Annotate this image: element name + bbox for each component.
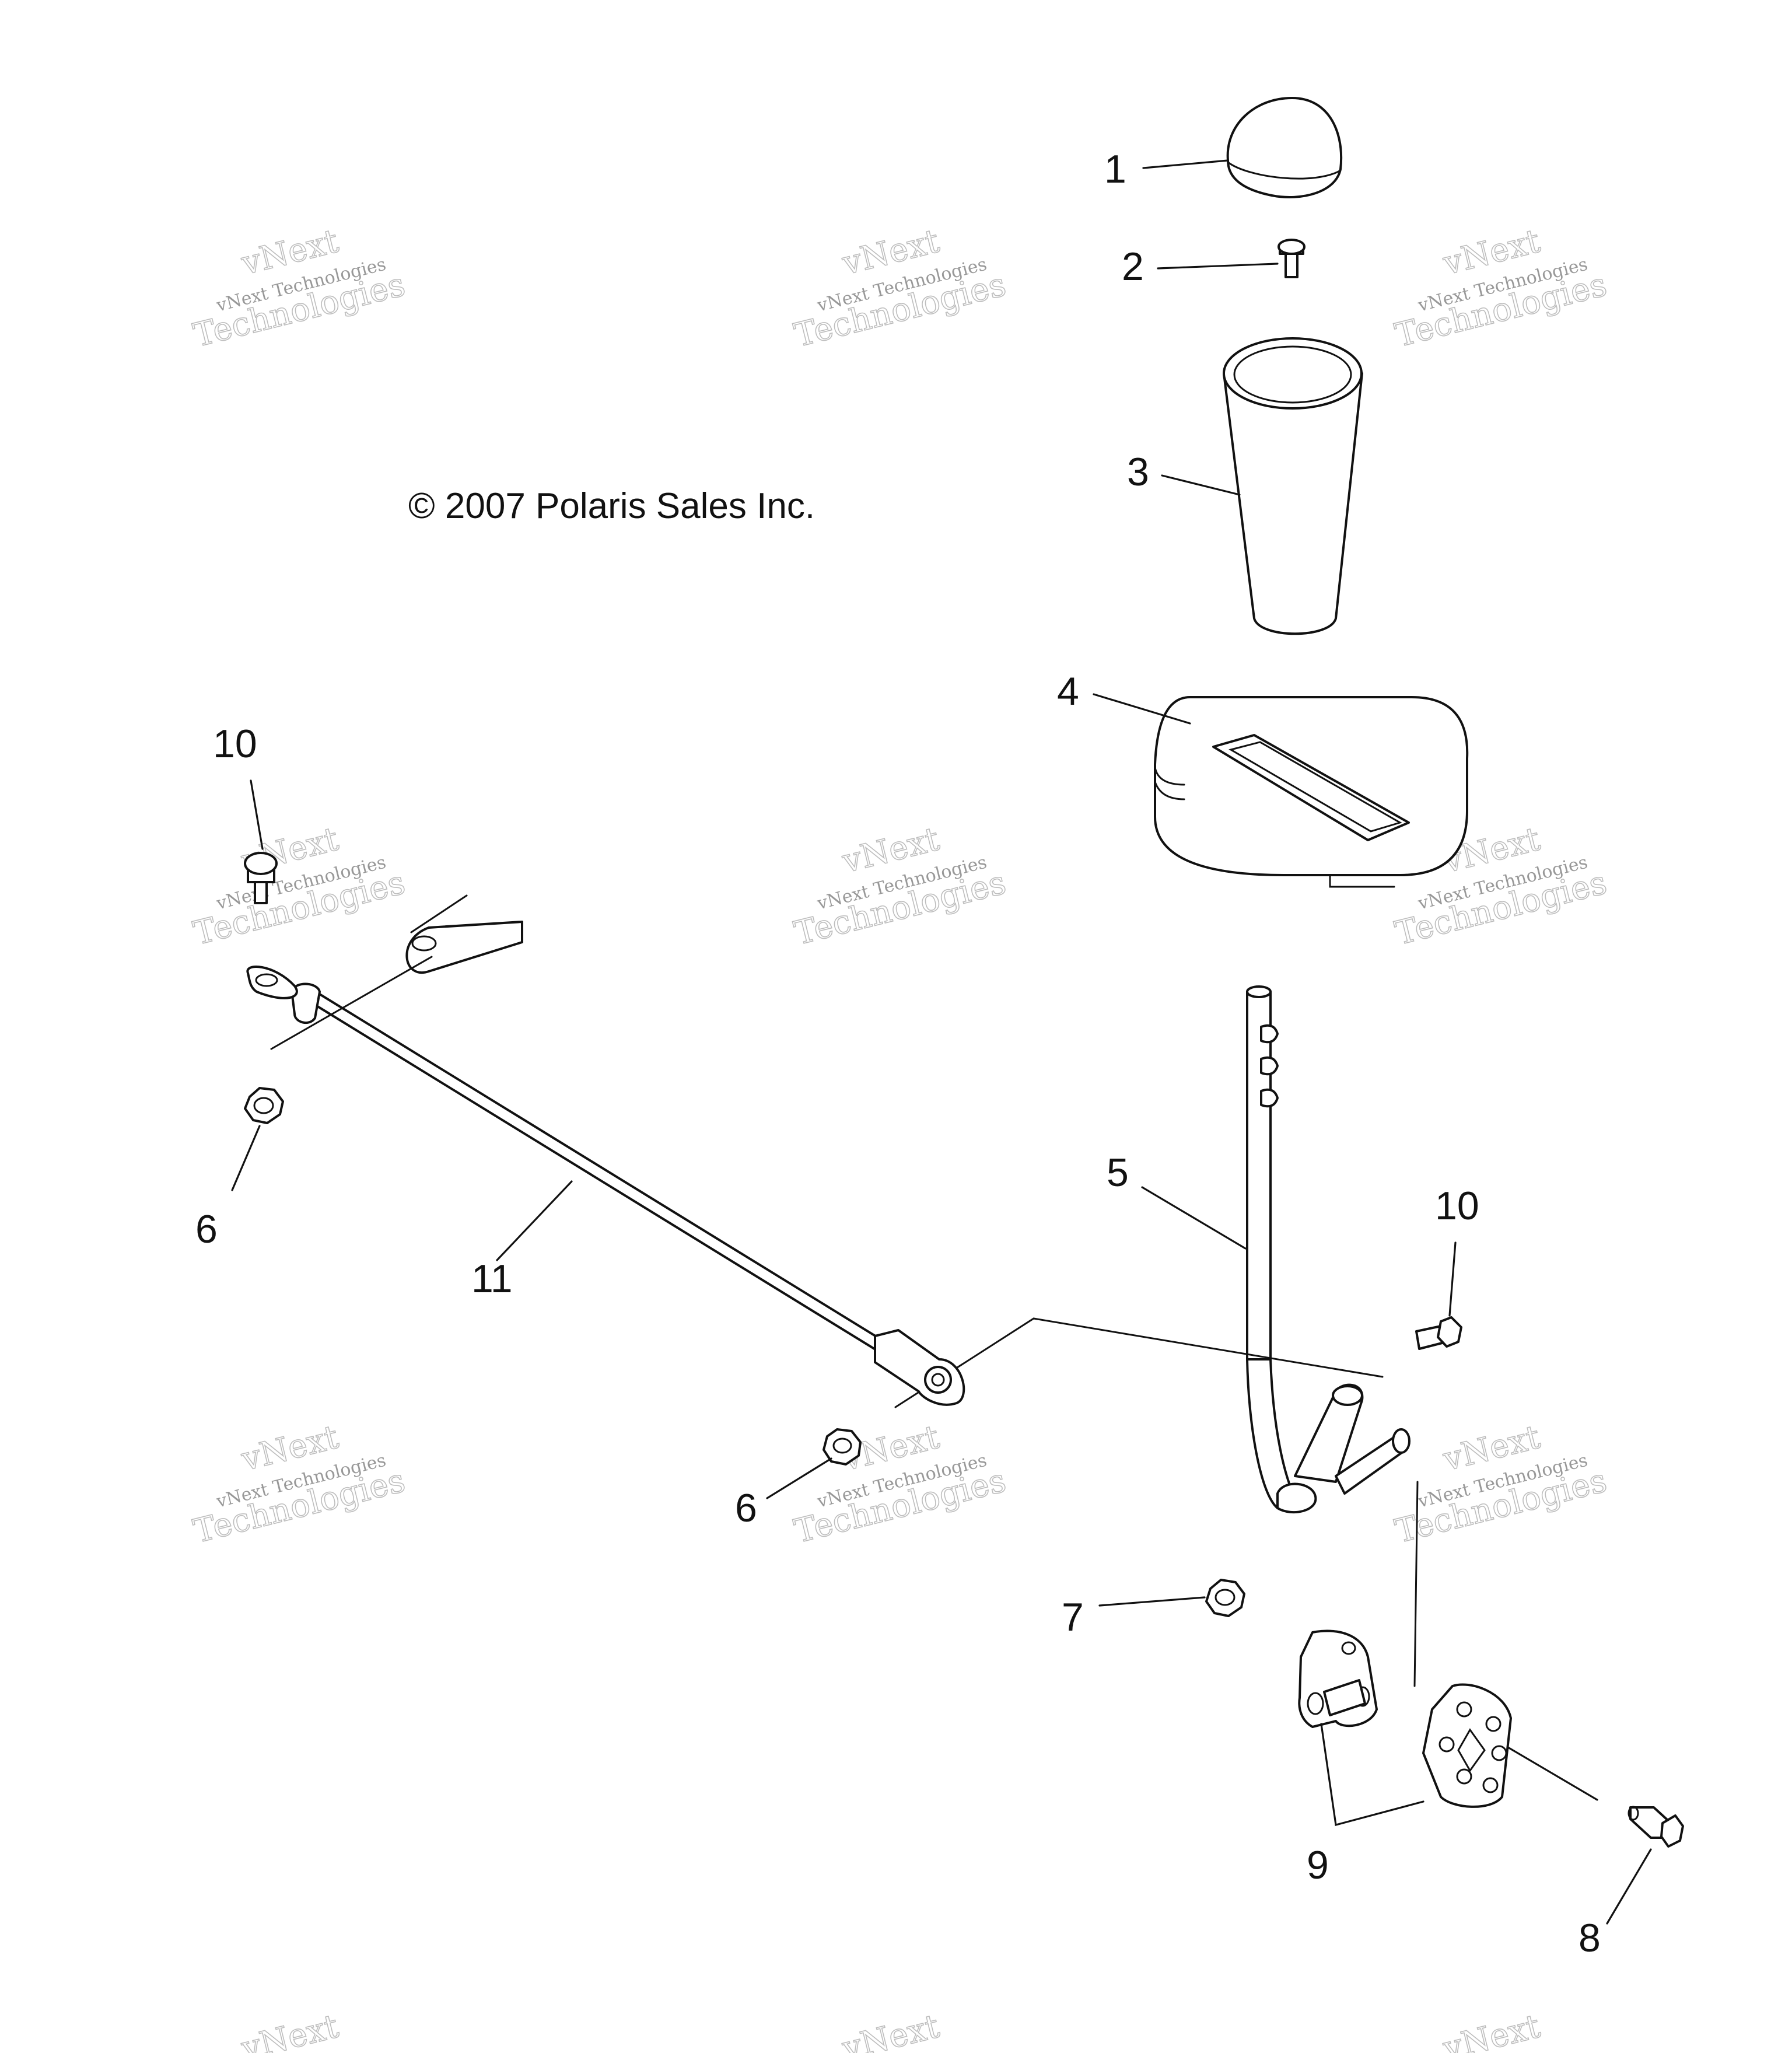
part-6-nut-center xyxy=(822,1428,862,1466)
watermark: vNext vNext Technologies Technologies xyxy=(1391,222,1611,355)
leader-line xyxy=(1141,1186,1247,1250)
callout-4: 4 xyxy=(1057,669,1079,714)
callout-7: 7 xyxy=(1062,1595,1084,1639)
leader-line xyxy=(1157,263,1279,270)
watermark: vNext vNext Technologies Technologies xyxy=(190,222,410,355)
callout-1: 1 xyxy=(1104,147,1126,191)
watermark: vNext vNext Technologies Technologies xyxy=(1391,1418,1611,1551)
watermark: vNext vNext Technologies Technologies xyxy=(190,820,410,953)
part-9-shifter-blocks xyxy=(1298,1629,1512,1808)
leader-line xyxy=(1098,1596,1206,1607)
part-4-boot-plate xyxy=(1154,696,1469,888)
bracket-arm xyxy=(270,894,523,1050)
part-10-bolt-upper xyxy=(244,852,278,904)
leader-line xyxy=(1448,1241,1457,1317)
leader-line xyxy=(1606,1848,1652,1925)
leader-line xyxy=(766,1457,832,1499)
part-8-bolt xyxy=(1628,1806,1684,1848)
callout-8: 8 xyxy=(1578,1916,1601,1960)
watermark-line1: vNext xyxy=(1439,2007,1544,2053)
callout-11: 11 xyxy=(471,1257,513,1301)
watermark-line1: vNext xyxy=(237,2007,342,2053)
watermark: vNext xyxy=(1438,2007,1545,2053)
part-1-knob-cap xyxy=(1226,97,1343,198)
leader-line xyxy=(250,779,264,850)
callout-9: 9 xyxy=(1307,1843,1329,1887)
leader-line xyxy=(231,1125,261,1191)
watermarks: vNext vNext Technologies Technologies vN… xyxy=(190,222,1611,2053)
part-10-bolt-right xyxy=(1415,1316,1462,1350)
callout-3: 3 xyxy=(1127,450,1149,494)
watermark-line1: vNext xyxy=(838,2007,943,2053)
copyright-notice: © 2007 Polaris Sales Inc. xyxy=(408,486,815,526)
watermark: vNext xyxy=(237,2007,343,2053)
watermark: vNext vNext Technologies Technologies xyxy=(790,1418,1010,1551)
leader-line xyxy=(1142,159,1229,169)
part-6-nut-left xyxy=(244,1087,284,1124)
watermark: vNext vNext Technologies Technologies xyxy=(790,222,1010,355)
leader-line xyxy=(1093,693,1191,725)
part-11-shift-rod xyxy=(246,966,965,1406)
callout-2: 2 xyxy=(1122,244,1144,289)
callout-5: 5 xyxy=(1107,1150,1129,1195)
part-3-grip xyxy=(1223,337,1363,635)
callout-10-right: 10 xyxy=(1435,1184,1479,1228)
callout-6-left: 6 xyxy=(195,1207,218,1251)
part-5-shift-lever xyxy=(1246,985,1410,1513)
watermark: vNext vNext Technologies Technologies xyxy=(190,1418,410,1551)
leader-line xyxy=(1161,474,1241,496)
part-7-nut xyxy=(1205,1579,1245,1617)
callout-6-center: 6 xyxy=(735,1486,757,1530)
assembly-line xyxy=(1413,1481,1419,1687)
leader-line xyxy=(1507,1746,1598,1801)
leader-line xyxy=(496,1180,573,1261)
leader-line xyxy=(1320,1723,1424,1827)
watermark: vNext xyxy=(838,2007,944,2053)
callout-10-upper: 10 xyxy=(213,722,257,766)
assembly-line xyxy=(894,1317,1384,1408)
watermark: vNext vNext Technologies Technologies xyxy=(790,820,1010,953)
part-2-screw xyxy=(1278,239,1306,278)
